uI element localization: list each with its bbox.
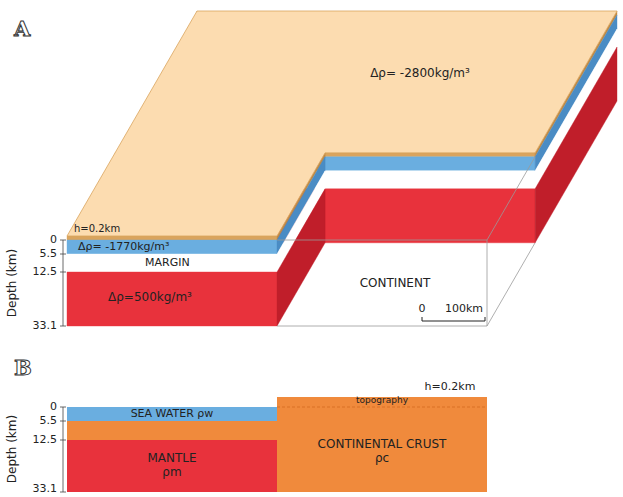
wireframe-edge <box>487 243 535 326</box>
top-surface <box>67 11 617 236</box>
region-label: ρm <box>162 466 181 480</box>
axis-title: Depth (km) <box>6 249 19 317</box>
figure-label: h=0.2km <box>74 223 120 234</box>
continental-crust-block <box>277 397 487 492</box>
figure-label: 0 <box>50 234 57 246</box>
scale-tick <box>485 317 486 321</box>
wireframe-edge <box>487 240 488 326</box>
depth-tick <box>60 326 66 327</box>
front-face-layer <box>67 272 277 326</box>
front-face-layer <box>67 240 277 254</box>
depth-tick <box>60 440 66 441</box>
depth-tick <box>60 421 66 422</box>
crust-region: CONTINENTAL CRUSTρc <box>277 412 487 492</box>
wireframe-edge <box>277 240 487 241</box>
figure-label: Δρ= -1770kg/m³ <box>78 241 169 253</box>
region-label: CONTINENTAL CRUST <box>318 438 447 452</box>
depth-tick <box>60 254 66 255</box>
front-face-layer <box>67 236 277 240</box>
depth-tick <box>60 407 66 408</box>
depth-axis <box>63 240 64 326</box>
front-face-layer <box>67 254 277 272</box>
figure-label: Δρ=500kg/m³ <box>108 291 192 304</box>
depth-tick <box>60 240 66 241</box>
sea-level-line <box>277 407 487 408</box>
wireframe-edge <box>487 157 535 240</box>
depth-tick <box>60 492 66 493</box>
region-label: MANTLE <box>147 452 196 466</box>
figure-label: 5.5 <box>40 415 58 427</box>
crust-strip <box>67 421 277 440</box>
figure-label: h=0.2km <box>425 381 476 393</box>
mantle-region: MANTLEρm <box>67 440 277 492</box>
figure-label: 0 <box>50 401 57 413</box>
figure-label: 5.5 <box>40 248 58 260</box>
region-label: ρc <box>375 452 389 466</box>
figure-label: 100km <box>445 303 483 315</box>
figure-label: 12.5 <box>33 266 58 278</box>
figure-label: 12.5 <box>33 434 58 446</box>
figure-label: CONTINENT <box>360 277 431 290</box>
scale-bar <box>422 321 485 322</box>
figure-label: Δρ= -2800kg/m³ <box>370 67 470 80</box>
panel-letter: B <box>14 356 32 379</box>
wireframe-edge <box>277 326 487 327</box>
axis-title: Depth (km) <box>6 415 19 483</box>
sea-water-band: SEA WATER ρw <box>67 407 277 421</box>
figure-label: topography <box>356 396 408 406</box>
depth-axis <box>63 407 64 492</box>
figure-label: MARGIN <box>145 257 190 269</box>
scale-tick <box>422 317 423 321</box>
depth-tick <box>60 272 66 273</box>
figure-label: 33.1 <box>33 483 58 495</box>
region-label: SEA WATER ρw <box>131 408 214 421</box>
figure-label: 33.1 <box>33 320 58 332</box>
panel-letter: A <box>14 17 30 40</box>
figure-label: 0 <box>419 303 426 315</box>
